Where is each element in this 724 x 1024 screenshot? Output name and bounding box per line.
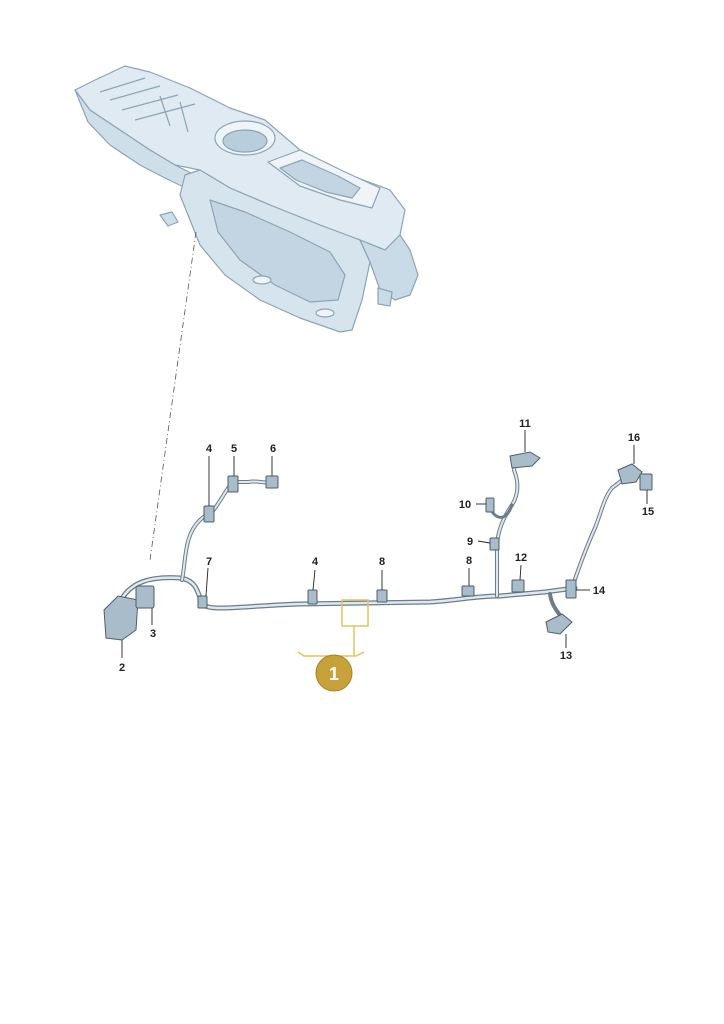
leader-line [149, 231, 197, 561]
callout-10: 10 [459, 499, 471, 511]
clip-4-upper [203, 505, 215, 523]
callout-16: 16 [628, 432, 640, 444]
callout-8-left: 8 [379, 556, 385, 568]
callout-3: 3 [150, 628, 156, 640]
highlight-box [341, 599, 369, 627]
connector-10 [485, 497, 495, 513]
callout-13: 13 [560, 650, 572, 662]
clip-8-left [376, 589, 388, 603]
clip-9 [489, 537, 500, 551]
callout-12: 12 [515, 552, 527, 564]
callout-11: 11 [519, 418, 531, 430]
callout-14: 14 [593, 585, 606, 597]
callout-7: 7 [206, 556, 212, 568]
part-1-badge [315, 654, 353, 692]
callout-15: 15 [642, 506, 654, 518]
callout-6: 6 [270, 443, 276, 455]
callout-labels: 2 3 4 5 6 7 4 8 8 9 10 11 12 13 14 15 16 [119, 418, 654, 674]
wiring-harness [107, 458, 627, 630]
clip-7 [197, 595, 208, 609]
connector-16 [617, 463, 643, 485]
connector-6 [265, 475, 279, 489]
connector-15 [639, 473, 653, 491]
clip-8-right [461, 585, 475, 597]
connector-11 [509, 451, 541, 469]
clip-12 [511, 579, 525, 593]
callout-4-upper: 4 [206, 443, 213, 455]
callout-leaders [121, 430, 648, 658]
part-1-badge-label: 1 [329, 664, 339, 684]
clip-14 [565, 579, 577, 599]
clip-4-lower [307, 589, 318, 605]
connector-5 [227, 475, 239, 493]
connector-13 [545, 613, 573, 635]
connector-3 [135, 585, 155, 609]
badge-bracket [297, 626, 365, 657]
callout-9: 9 [467, 536, 473, 548]
connector-2 [103, 595, 139, 641]
callout-2: 2 [119, 662, 125, 674]
callout-4-lower: 4 [312, 556, 319, 568]
part-1-marker: 1 [297, 599, 369, 692]
callout-8-right: 8 [466, 555, 472, 567]
center-console-illustration [74, 65, 419, 333]
callout-5: 5 [231, 443, 237, 455]
harness-components [103, 451, 653, 641]
